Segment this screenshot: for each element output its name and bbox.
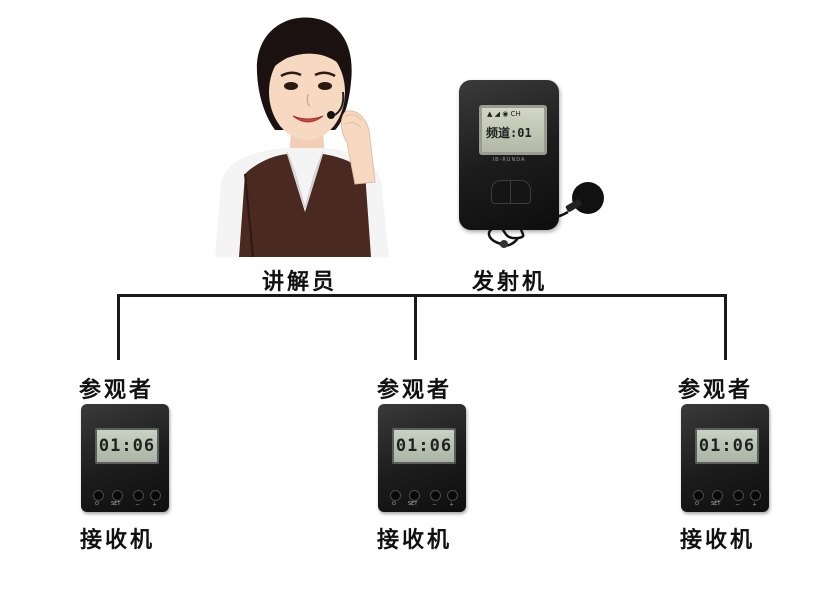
- power-icon: ⏻: [695, 501, 699, 507]
- receiver-display: 01:06: [95, 428, 159, 464]
- microphone-foam-icon: [572, 182, 604, 214]
- guide-vest: [239, 154, 371, 257]
- receiver-device-1: 01:06 ⏻ SET － ＋: [81, 404, 169, 512]
- minus-label: －: [432, 502, 438, 508]
- microphone-cable: [487, 210, 569, 247]
- guide-eye-left: [284, 82, 298, 90]
- plus-label: ＋: [152, 502, 158, 508]
- transmitter-button-pad: [491, 180, 531, 204]
- receiver-device-3: 01:06 ⏻ SET － ＋: [681, 404, 769, 512]
- receiver-display: 01:06: [695, 428, 759, 464]
- guide-hand: [340, 110, 376, 185]
- volume-up-button: [750, 490, 761, 501]
- set-label: SET: [408, 501, 418, 507]
- receiver-label-3: 接收机: [680, 528, 756, 553]
- plus-label: ＋: [752, 502, 758, 508]
- guide-label: 讲解员: [262, 270, 338, 295]
- minus-label: －: [735, 502, 741, 508]
- microphone-icon: [327, 111, 335, 119]
- power-icon: ⏻: [95, 501, 99, 507]
- visitor-label-3: 参观者: [678, 378, 754, 403]
- power-button: [390, 490, 401, 501]
- power-button: [693, 490, 704, 501]
- transmitter-status-icons: ▲ ◢ ◉ CH: [487, 110, 521, 118]
- lapel-microphone: [487, 182, 604, 248]
- minus-label: －: [135, 502, 141, 508]
- set-button: [409, 490, 420, 501]
- guide-illustration: [215, 17, 389, 257]
- transmitter-device: ▲ ◢ ◉ CH 频道:01 IB-RUNDA: [459, 80, 559, 230]
- receiver-label-2: 接收机: [377, 528, 453, 553]
- volume-down-button: [733, 490, 744, 501]
- visitor-label-2: 参观者: [377, 378, 453, 403]
- set-button: [712, 490, 723, 501]
- connector-middle: [414, 294, 417, 360]
- volume-down-button: [430, 490, 441, 501]
- plus-label: ＋: [449, 502, 455, 508]
- receiver-device-2: 01:06 ⏻ SET － ＋: [378, 404, 466, 512]
- visitor-label-1: 参观者: [79, 378, 155, 403]
- guide-face: [269, 44, 345, 140]
- set-button: [112, 490, 123, 501]
- volume-up-button: [150, 490, 161, 501]
- connector-horizontal: [118, 294, 727, 297]
- volume-up-button: [447, 490, 458, 501]
- volume-down-button: [133, 490, 144, 501]
- transmitter-screen: ▲ ◢ ◉ CH 频道:01: [479, 105, 547, 155]
- connector-right: [724, 294, 727, 360]
- connector-left: [117, 294, 120, 360]
- power-button: [93, 490, 104, 501]
- transmitter-channel-readout: 频道:01: [486, 126, 532, 140]
- guide-eye-right: [318, 82, 332, 90]
- receiver-display: 01:06: [392, 428, 456, 464]
- transmitter-brand: IB-RUNDA: [492, 157, 526, 163]
- set-label: SET: [111, 501, 121, 507]
- power-icon: ⏻: [392, 501, 396, 507]
- receiver-label-1: 接收机: [80, 528, 156, 553]
- set-label: SET: [711, 501, 721, 507]
- transmitter-label: 发射机: [472, 270, 548, 295]
- guide-smile: [292, 115, 324, 123]
- guide-collar: [286, 151, 324, 209]
